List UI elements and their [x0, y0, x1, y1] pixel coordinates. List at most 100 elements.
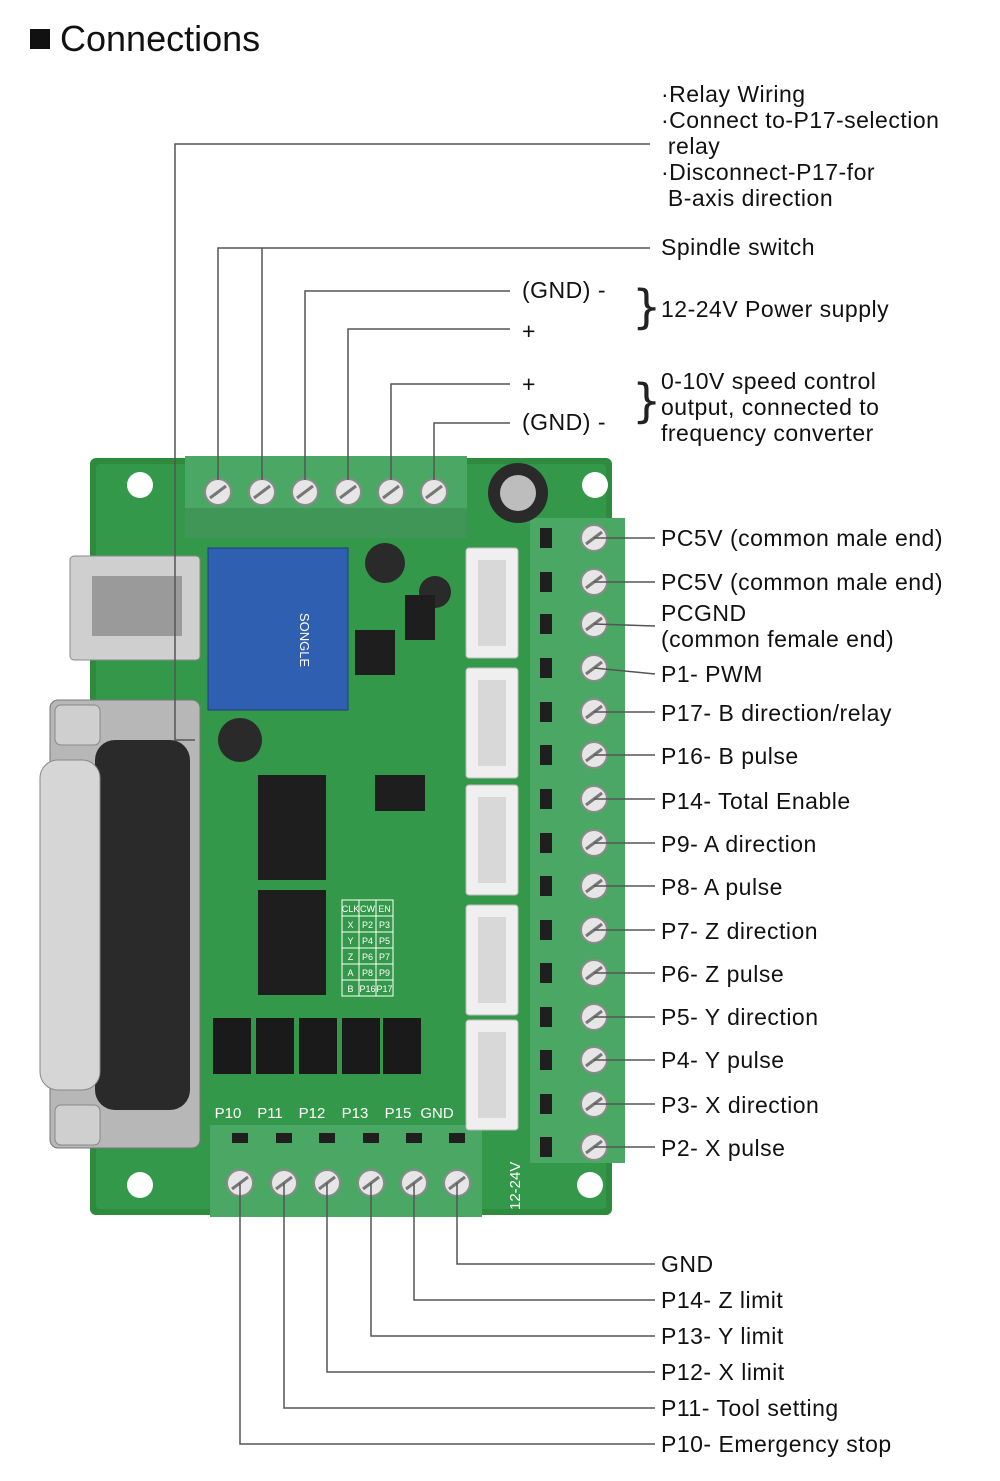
db25-screw: [54, 1104, 101, 1146]
table-cell: [375, 979, 394, 997]
title-text: Connections: [60, 18, 261, 59]
table-value: P5: [379, 936, 390, 946]
optocoupler: [342, 1018, 380, 1074]
optocoupler: [213, 1018, 251, 1074]
leader-relay: [174, 143, 650, 741]
table-value: Z: [348, 952, 354, 962]
ic-chip: [258, 890, 326, 995]
right-label-p2: P2- X pulse: [661, 1135, 786, 1161]
table-value: Y: [347, 936, 353, 946]
relay-note-2: ·Connect to-P17-selection: [661, 107, 940, 133]
speed-plus-label: +: [522, 371, 536, 397]
terminal-slot: [540, 745, 552, 765]
terminal-slot: [540, 1137, 552, 1157]
terminal-slot: [449, 1133, 465, 1143]
leader-speed-plus: [390, 383, 510, 480]
jst-pins: [478, 1032, 506, 1118]
leader-speed-gnd: [433, 422, 510, 480]
terminal-slot: [540, 789, 552, 809]
bottom-pin-label: P12: [299, 1105, 326, 1122]
table-value: X: [347, 920, 353, 930]
table-value: P9: [379, 968, 390, 978]
bottom-pin-label: GND: [420, 1105, 454, 1122]
leader-bottom: [283, 1183, 655, 1409]
terminal-slot: [540, 572, 552, 592]
relay-brand: SONGLE: [297, 613, 312, 668]
optocouplers: [213, 1018, 421, 1074]
leader-right: [593, 623, 656, 627]
terminal-slot: [540, 876, 552, 896]
table-value: P8: [362, 968, 373, 978]
optocoupler: [256, 1018, 294, 1074]
mounting-hole: [582, 472, 608, 498]
screw-slot: [209, 484, 227, 500]
leader-power-gnd: [304, 290, 510, 480]
table-value: P16: [359, 984, 375, 994]
terminal-slot: [319, 1133, 335, 1143]
right-label-p14: P14- Total Enable: [661, 788, 851, 814]
screw-slot: [425, 484, 443, 500]
bottom-label-p12: P12- X limit: [661, 1359, 785, 1385]
screw-slot: [296, 484, 314, 500]
leader-bottom: [326, 1183, 655, 1373]
leader-bottom: [456, 1183, 655, 1265]
speed-label-3: frequency converter: [661, 420, 874, 446]
power-supply-label: 12-24V Power supply: [661, 296, 890, 322]
terminal-slot: [363, 1133, 379, 1143]
jst-connectors: [465, 547, 519, 1131]
speed-gnd-label: (GND) -: [522, 409, 606, 435]
table-value: A: [347, 968, 353, 978]
bottom-label-p14: P14- Z limit: [661, 1287, 784, 1313]
power-plus-label: +: [522, 318, 536, 344]
right-label-pc5v-2: PC5V (common male end): [661, 569, 943, 595]
right-label-p6: P6- Z pulse: [661, 961, 785, 987]
right-label-p9: P9- A direction: [661, 831, 817, 857]
jst-pins: [478, 680, 506, 766]
usb-port: [92, 576, 182, 636]
right-label-p7: P7- Z direction: [661, 918, 819, 944]
right-label-p4: P4- Y pulse: [661, 1047, 785, 1073]
leader-right: [593, 667, 656, 675]
table-header: EN: [378, 904, 391, 914]
terminal-slot: [540, 702, 552, 722]
db25-shell: [95, 740, 190, 1110]
db25-screw: [54, 704, 101, 746]
spindle-switch-label: Spindle switch: [661, 234, 816, 260]
ic-chip: [405, 595, 435, 640]
screw-slot: [253, 484, 271, 500]
jst-pins: [478, 560, 506, 646]
table-value: P2: [362, 920, 373, 930]
top-terminal-base: [185, 508, 467, 538]
brace-icon: }: [632, 374, 662, 428]
table-value: P3: [379, 920, 390, 930]
right-label-p1: P1- PWM: [661, 661, 763, 687]
capacitor: [365, 543, 405, 583]
bottom-terminal-block: [210, 1125, 482, 1217]
terminal-slot: [276, 1133, 292, 1143]
table-value: B: [347, 984, 353, 994]
right-label-p16: P16- B pulse: [661, 743, 799, 769]
square-bullet-icon: [30, 29, 50, 49]
relay-note-4: ·Disconnect-P17-for: [661, 159, 876, 185]
bottom-pin-label: P15: [385, 1105, 412, 1122]
page-title: Connections: [30, 18, 260, 60]
optocoupler: [299, 1018, 337, 1074]
leader-bottom: [370, 1183, 655, 1337]
right-label-p8: P8- A pulse: [661, 874, 783, 900]
table-header: CLK: [342, 904, 360, 914]
table-value: P6: [362, 952, 373, 962]
speed-label-2: output, connected to: [661, 394, 880, 420]
bottom-label-p11: P11- Tool setting: [661, 1395, 839, 1421]
right-label-pcgnd-note: (common female end): [661, 626, 895, 652]
bottom-label-p10: P10- Emergency stop: [661, 1431, 892, 1457]
terminal-slot: [540, 658, 552, 678]
right-label-p5: P5- Y direction: [661, 1004, 819, 1030]
relay: [207, 547, 349, 711]
relay-note-1: ·Relay Wiring: [661, 81, 806, 107]
power-gnd-label: (GND) -: [522, 277, 606, 303]
leader-bottom: [413, 1183, 655, 1301]
optocoupler: [383, 1018, 421, 1074]
right-label-pc5v-1: PC5V (common male end): [661, 525, 943, 551]
